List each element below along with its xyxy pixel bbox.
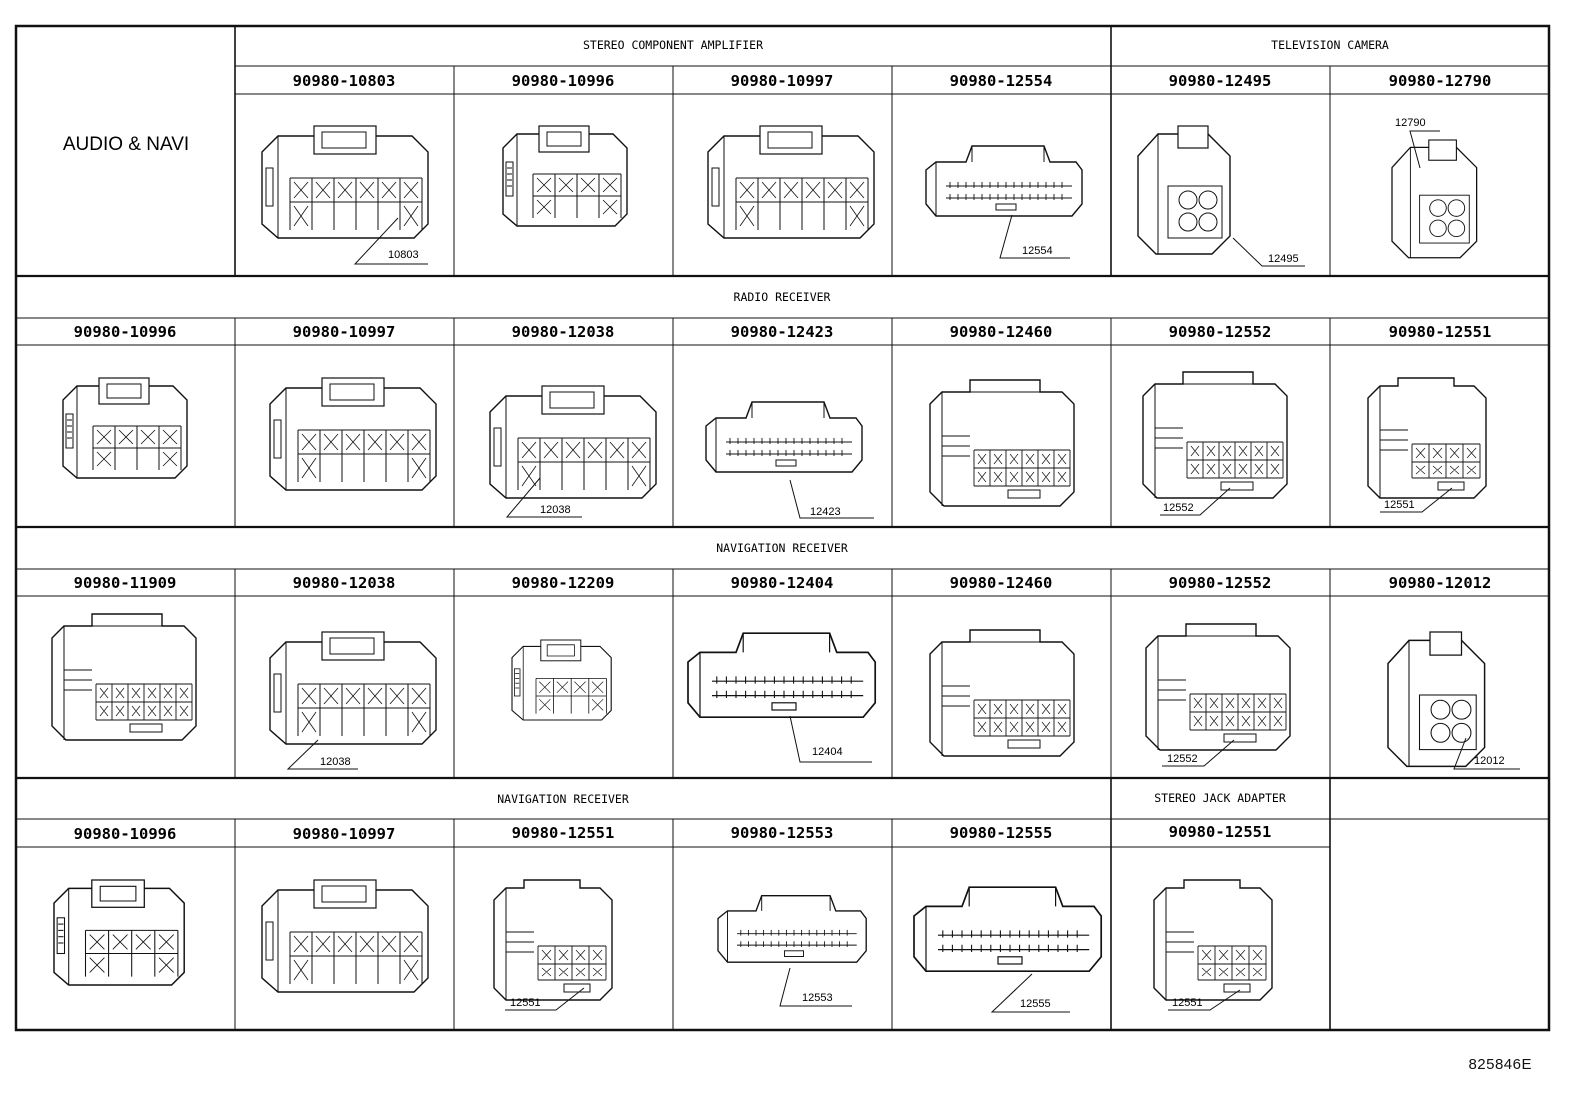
- callout-label: 12012: [1474, 755, 1505, 767]
- connector-illustration: [929, 629, 1075, 757]
- connector-illustration: [1153, 879, 1273, 1001]
- callout-label: 12495: [1268, 253, 1299, 265]
- part-number: 90980-10997: [731, 72, 834, 90]
- part-number: 90980-12552: [1169, 574, 1272, 592]
- part-number: 90980-12209: [512, 574, 615, 592]
- part-number: 90980-11909: [74, 574, 177, 592]
- callout-label: 12551: [1384, 499, 1415, 511]
- part-number: 90980-10996: [74, 825, 177, 843]
- connector-illustration: [62, 377, 188, 479]
- callout-label: 12552: [1163, 502, 1194, 514]
- part-number: 90980-12495: [1169, 72, 1272, 90]
- callout-label: 12553: [802, 992, 833, 1004]
- part-number: 90980-12038: [512, 323, 615, 341]
- part-number: 90980-12552: [1169, 323, 1272, 341]
- part-numbers-row-1: 90980-10803 90980-10996 90980-10997 9098…: [293, 72, 1492, 90]
- part-number: 90980-12404: [731, 574, 834, 592]
- callout-label: 12551: [1172, 997, 1203, 1009]
- connector-illustration: [925, 145, 1083, 217]
- connector-illustration: [717, 895, 867, 963]
- section-label-stereo-jack-adapter: STEREO JACK ADAPTER: [1154, 791, 1286, 805]
- part-number: 90980-10996: [74, 323, 177, 341]
- connector-illustration: [707, 125, 875, 239]
- section-label-navigation-receiver: NAVIGATION RECEIVER: [716, 541, 848, 555]
- callout-label: 10803: [388, 249, 419, 261]
- connector-illustration: [1367, 377, 1487, 499]
- connector-illustration: [1387, 631, 1486, 768]
- callout-label: 12404: [812, 746, 843, 758]
- connector-illustration: [1145, 623, 1291, 751]
- part-number: 90980-12555: [950, 824, 1053, 842]
- part-number: 90980-12551: [1389, 323, 1492, 341]
- connector-illustration: [51, 613, 197, 741]
- table-title: AUDIO & NAVI: [63, 134, 189, 155]
- connector-illustration: [687, 632, 877, 719]
- callouts: [286, 130, 1520, 1013]
- callout-label: 12552: [1167, 753, 1198, 765]
- connector-illustration: [502, 125, 628, 227]
- callout-label: 12551: [510, 997, 541, 1009]
- part-number: 90980-12460: [950, 574, 1053, 592]
- drawing-reference: 825846E: [1468, 1056, 1532, 1073]
- part-number: 90980-12012: [1389, 574, 1492, 592]
- connector-illustration: [269, 631, 437, 745]
- part-number: 90980-10996: [512, 72, 615, 90]
- connector-illustration: [53, 879, 185, 986]
- section-label-radio-receiver: RADIO RECEIVER: [734, 290, 831, 304]
- section-label-stereo-component-amplifier: STEREO COMPONENT AMPLIFIER: [583, 38, 763, 52]
- table-grid: [14, 24, 1551, 1032]
- section-label-navigation-receiver-2: NAVIGATION RECEIVER: [497, 792, 629, 806]
- connector-illustration: [511, 639, 612, 721]
- connector-illustration: [1391, 139, 1478, 259]
- callout-label: 12038: [320, 756, 351, 768]
- callout-label: 12423: [810, 506, 841, 518]
- connector-illustration: [489, 385, 657, 499]
- part-number: 90980-12038: [293, 574, 396, 592]
- connector-illustration: [493, 879, 613, 1001]
- part-number: 90980-12551: [512, 824, 615, 842]
- part-numbers-row-4: 90980-10996 90980-10997 90980-12551 9098…: [74, 823, 1272, 843]
- callout-label: 12554: [1022, 245, 1053, 257]
- connector-illustration: [929, 379, 1075, 507]
- part-number: 90980-10997: [293, 825, 396, 843]
- connector-illustration: [913, 886, 1103, 973]
- connector-illustration: [1137, 125, 1231, 255]
- connector-illustration: [705, 401, 863, 473]
- connector-illustration: [261, 879, 429, 993]
- section-label-television-camera: TELEVISION CAMERA: [1271, 38, 1389, 52]
- part-numbers-row-2: 90980-10996 90980-10997 90980-12038 9098…: [74, 323, 1492, 341]
- part-number: 90980-12460: [950, 323, 1053, 341]
- callout-labels: 10803 12554 12495 12790 12038 12423 1255…: [320, 117, 1505, 1010]
- part-number: 90980-10803: [293, 72, 396, 90]
- part-number: 90980-12553: [731, 824, 834, 842]
- part-number: 90980-10997: [293, 323, 396, 341]
- connector-illustration: [1142, 371, 1288, 499]
- connector-illustration: [261, 125, 429, 239]
- part-number: 90980-12554: [950, 72, 1053, 90]
- part-number: 90980-12790: [1389, 72, 1492, 90]
- connector-illustration: [269, 377, 437, 491]
- callout-label: 12038: [540, 504, 571, 516]
- part-number: 90980-12423: [731, 323, 834, 341]
- callout-label: 12555: [1020, 998, 1051, 1010]
- part-numbers-row-3: 90980-11909 90980-12038 90980-12209 9098…: [74, 574, 1492, 592]
- part-number: 90980-12551: [1169, 823, 1272, 841]
- callout-label: 12790: [1395, 117, 1426, 129]
